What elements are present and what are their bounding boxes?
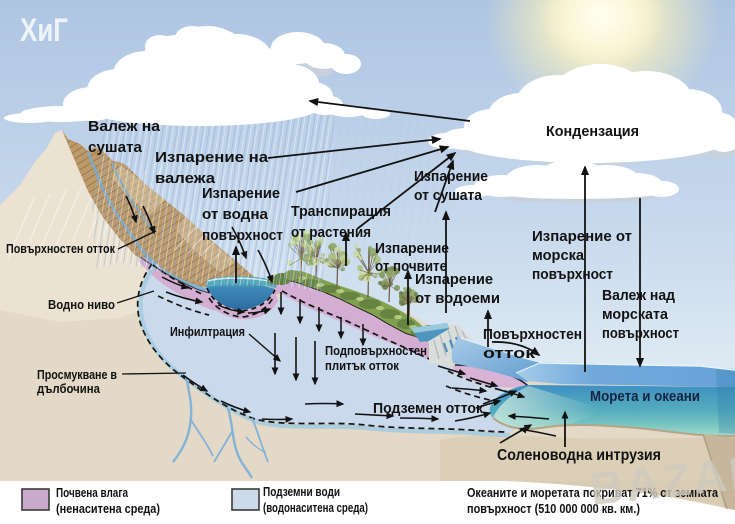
- svg-text:Подземен отток: Подземен отток: [373, 400, 483, 417]
- svg-text:Соленоводна интрузия: Соленоводна интрузия: [497, 447, 661, 464]
- svg-text:Океаните и моретата покриват 7: Океаните и моретата покриват 71% от земн…: [467, 485, 719, 500]
- svg-text:повърхност: повърхност: [202, 227, 283, 244]
- svg-text:сушата: сушата: [88, 139, 143, 156]
- svg-text:морската: морската: [602, 306, 669, 323]
- svg-text:от растения: от растения: [291, 224, 371, 241]
- svg-text:морска: морска: [532, 247, 585, 264]
- svg-text:ХиГ: ХиГ: [20, 12, 68, 48]
- svg-text:Изпарение от: Изпарение от: [532, 228, 632, 245]
- svg-text:Инфилтрация: Инфилтрация: [170, 324, 245, 339]
- svg-text:от почвите: от почвите: [375, 258, 447, 275]
- svg-text:Морета и океани: Морета и океани: [590, 388, 700, 405]
- svg-text:(ненаситена среда): (ненаситена среда): [56, 502, 160, 516]
- svg-text:от сушата: от сушата: [414, 187, 483, 204]
- svg-text:Подземни води: Подземни води: [263, 485, 340, 499]
- svg-text:отток: отток: [483, 345, 536, 362]
- svg-text:Водно ниво: Водно ниво: [48, 297, 115, 312]
- svg-text:Транспирация: Транспирация: [291, 203, 391, 220]
- svg-text:повърхност: повърхност: [602, 325, 679, 342]
- svg-text:Повърхностен: Повърхностен: [483, 326, 582, 343]
- svg-text:плитък отток: плитък отток: [325, 359, 400, 373]
- svg-text:повърхност (510 000 000 кв. км: повърхност (510 000 000 кв. км.): [467, 501, 640, 516]
- svg-text:Изпарение: Изпарение: [415, 271, 493, 288]
- svg-text:Почвена влага: Почвена влага: [56, 486, 129, 500]
- svg-text:Изпарение: Изпарение: [375, 240, 449, 257]
- svg-text:дълбочина: дълбочина: [37, 381, 101, 396]
- svg-text:Валеж над: Валеж над: [602, 287, 675, 304]
- svg-text:(водонаситена среда): (водонаситена среда): [263, 501, 368, 515]
- svg-text:от водна: от водна: [202, 206, 269, 223]
- svg-text:Кондензация: Кондензация: [546, 123, 639, 140]
- svg-text:валежа: валежа: [155, 170, 216, 187]
- svg-text:от водоеми: от водоеми: [415, 290, 500, 307]
- svg-text:Просмукване в: Просмукване в: [37, 367, 117, 382]
- svg-text:Изпарение: Изпарение: [202, 185, 280, 202]
- svg-text:Валеж на: Валеж на: [88, 118, 161, 135]
- svg-text:повърхност: повърхност: [532, 266, 613, 283]
- svg-text:Подповърхностен: Подповърхностен: [325, 344, 427, 358]
- svg-text:Изпарение на: Изпарение на: [155, 149, 269, 166]
- svg-text:Повърхностен отток: Повърхностен отток: [6, 242, 116, 256]
- svg-text:Изпарение: Изпарение: [414, 168, 488, 185]
